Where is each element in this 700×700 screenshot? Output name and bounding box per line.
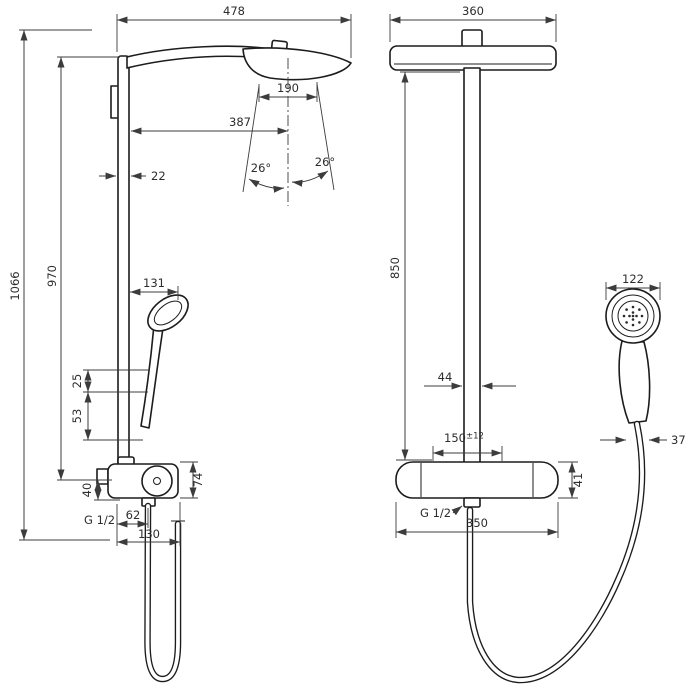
dim-head-width: 360 <box>462 4 484 18</box>
head-connector <box>461 29 483 48</box>
spray-cone-left <box>242 85 260 193</box>
side-spray-cone: 26° 26° <box>242 58 335 206</box>
overhead-shower-side <box>242 47 352 81</box>
dim-connection-spacing: 150±12 <box>444 431 484 445</box>
dim-bar-depth: 22 <box>151 169 166 183</box>
dim-spray-width: 190 <box>277 81 299 95</box>
dim-outlet-offset: 62 <box>126 508 141 522</box>
side-dimensions: 478 190 387 22 1066 970 <box>8 4 352 546</box>
dim-pipe-height: 850 <box>388 257 402 279</box>
dim-total-width: 478 <box>223 4 245 18</box>
handshower-ring <box>611 294 655 338</box>
handshower-face <box>617 300 649 332</box>
dim-handshower-diameter: 122 <box>622 272 644 286</box>
wall-inlet <box>96 468 109 485</box>
dim-total-height: 1066 <box>8 271 22 300</box>
dim-body-height-side: 74 <box>191 473 205 488</box>
side-product <box>96 39 352 683</box>
hose-side-inner <box>145 504 180 681</box>
knob-detail <box>153 477 161 485</box>
thermostat-body-front <box>395 461 559 499</box>
spray-nozzles <box>622 305 644 327</box>
dim-thread-front: G 1/2 <box>420 506 451 520</box>
handshower-handle-front <box>618 340 651 424</box>
dim-handle-width: 37 <box>671 433 686 447</box>
dim-control-offset: 130 <box>138 527 160 541</box>
dim-thread-side: G 1/2 <box>84 513 115 527</box>
spray-cone-right <box>316 83 335 191</box>
angle-arc-right <box>291 170 329 187</box>
front-product <box>389 29 661 684</box>
leader-line <box>451 505 463 516</box>
front-view: 360 850 44 122 37 150±12 <box>388 4 686 684</box>
dim-handshower-offset: 131 <box>143 276 165 290</box>
hose-front-inner <box>468 422 644 682</box>
dim-body-width: 350 <box>466 516 488 530</box>
dim-holder-upper: 25 <box>70 374 84 389</box>
thermostat-knob-side <box>141 465 173 497</box>
dim-outlet-height: 40 <box>80 483 94 498</box>
hose-connector-front <box>463 497 481 508</box>
dim-angle-left: 26° <box>251 161 271 175</box>
shower-pipe <box>463 67 481 465</box>
dim-bar-height: 970 <box>45 265 59 287</box>
angle-arc-left <box>248 178 285 193</box>
dim-body-height-front: 41 <box>571 473 585 488</box>
dim-spray-reach: 387 <box>229 115 251 129</box>
front-dimensions: 360 850 44 122 37 150±12 <box>388 4 686 538</box>
dim-angle-right: 26° <box>315 155 335 169</box>
side-view: 26° 26° 478 190 387 22 1066 <box>8 4 352 683</box>
dim-holder-lower: 53 <box>70 409 84 424</box>
overhead-shower-front <box>389 45 557 71</box>
handshower-handle-side <box>140 324 164 429</box>
dim-connection-spacing-value: 150 <box>444 431 466 445</box>
handshower-face-side <box>153 300 183 326</box>
handshower-head-side <box>147 294 189 332</box>
shower-bar <box>117 55 130 477</box>
dim-pipe-width: 44 <box>438 370 453 384</box>
dim-connection-tolerance: ±12 <box>466 432 484 442</box>
